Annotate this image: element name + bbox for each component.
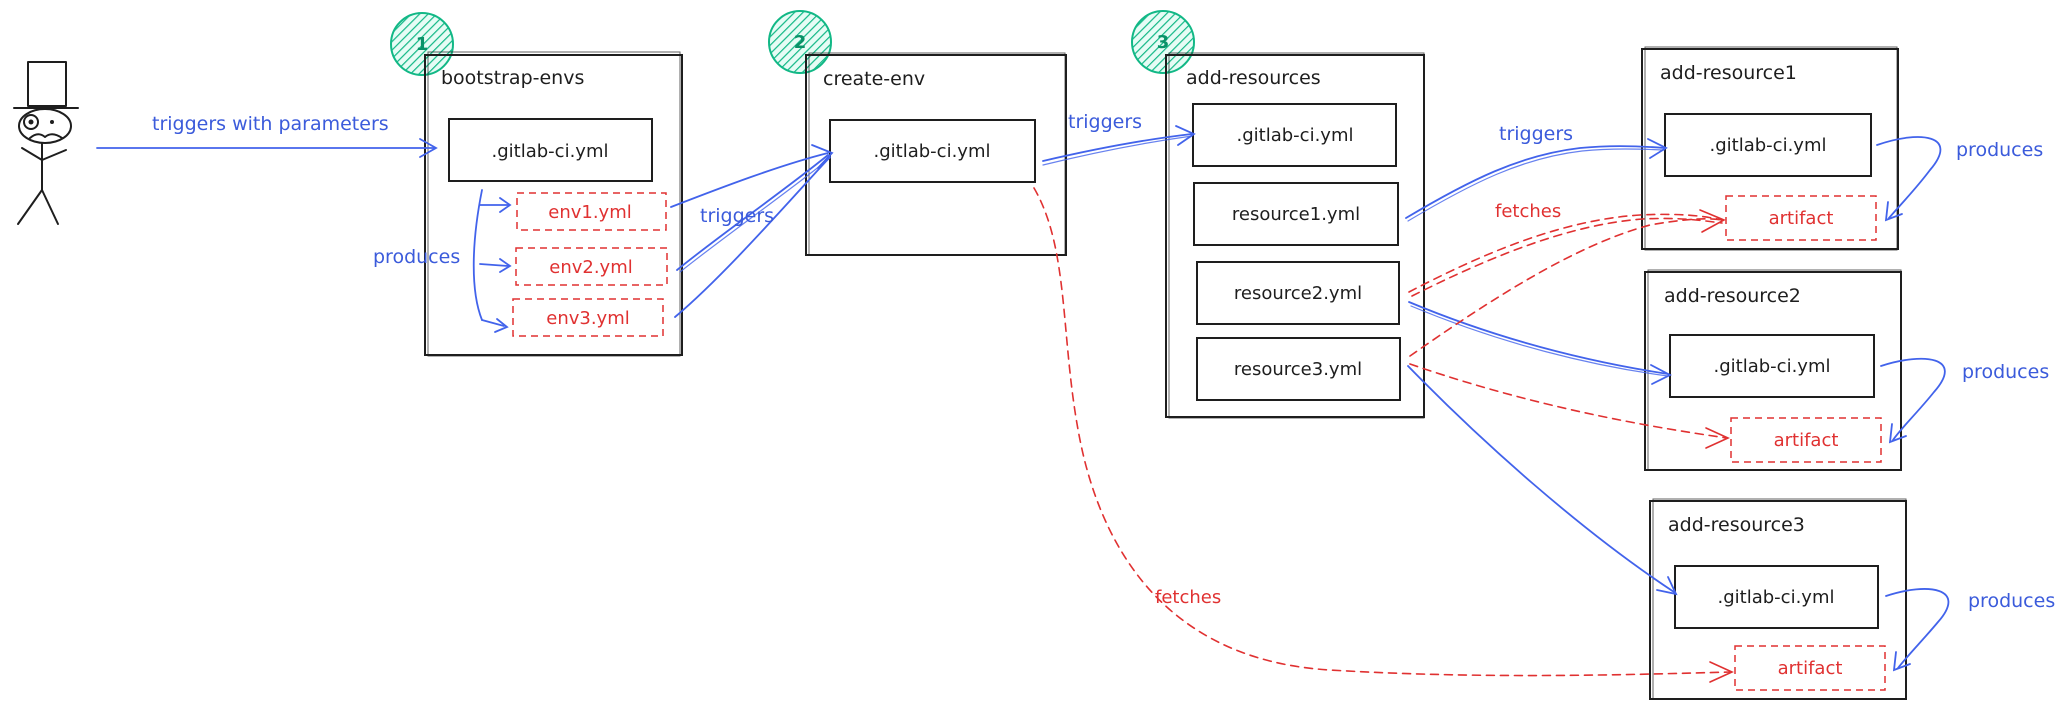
triggers-with-parameters-label: triggers with parameters (152, 113, 389, 135)
trigger-arrow-resource3 (1407, 365, 1678, 596)
file-label: env2.yml (549, 257, 633, 278)
file-label: artifact (1778, 658, 1843, 679)
step-number: 1 (416, 34, 429, 55)
user-figure-icon (13, 61, 79, 225)
produces-env-arrows (472, 189, 512, 333)
env3-file[interactable]: env3.yml (512, 298, 664, 337)
fetches-label: fetches (1155, 587, 1221, 608)
file-label: env3.yml (546, 308, 630, 329)
fetches-arrow-resource3-artifact2 (1409, 363, 1730, 449)
fetches-arrow-resource2-artifact1 (1408, 209, 1726, 297)
env2-file[interactable]: env2.yml (515, 247, 668, 286)
trigger-arrow-resource1 (1405, 138, 1668, 222)
file-label: .gitlab-ci.yml (874, 141, 991, 162)
fetches-arrow-resource3-artifact1 (1409, 218, 1723, 357)
resource2-file[interactable]: resource2.yml (1196, 261, 1400, 325)
file-label: .gitlab-ci.yml (1714, 356, 1831, 377)
produces-label: produces (1968, 590, 2055, 612)
step-badge-3: 3 (1131, 10, 1195, 74)
box-title: add-resource2 (1664, 285, 1801, 307)
trigger-arrows-envs (670, 144, 834, 318)
bootstrap-gitlab-ci-file[interactable]: .gitlab-ci.yml (448, 118, 653, 182)
artifact-2[interactable]: artifact (1730, 417, 1882, 463)
produces-arrow-1 (1876, 136, 1942, 222)
artifact-1[interactable]: artifact (1725, 195, 1877, 241)
triggers-label: triggers (1068, 111, 1142, 133)
add-resource3-gitlab-ci-file[interactable]: .gitlab-ci.yml (1674, 565, 1879, 629)
add-resources-box[interactable]: add-resources (1165, 52, 1425, 419)
triggers-label: triggers (1499, 123, 1573, 145)
resource3-file[interactable]: resource3.yml (1196, 337, 1401, 401)
produces-arrow-2 (1880, 357, 1946, 444)
add-resource3-box[interactable]: add-resource3 (1649, 498, 1907, 700)
file-label: resource1.yml (1232, 204, 1360, 225)
step-badge-2: 2 (768, 10, 832, 74)
add-resource2-gitlab-ci-file[interactable]: .gitlab-ci.yml (1669, 334, 1875, 398)
trigger-arrow-create-env (1042, 125, 1196, 166)
box-title: bootstrap-envs (441, 67, 584, 89)
box-title: add-resources (1186, 67, 1321, 89)
file-label: resource2.yml (1234, 283, 1362, 304)
step-badge-1: 1 (390, 12, 454, 76)
file-label: artifact (1769, 208, 1834, 229)
file-label: resource3.yml (1234, 359, 1362, 380)
trigger-arrow-user (96, 138, 438, 158)
file-label: artifact (1774, 430, 1839, 451)
box-title: create-env (823, 68, 925, 90)
fetches-arrow-create-env-artifact3 (1033, 187, 1734, 683)
produces-label: produces (373, 246, 460, 268)
fetches-label: fetches (1495, 201, 1561, 222)
file-label: .gitlab-ci.yml (1710, 135, 1827, 156)
box-title: add-resource1 (1660, 62, 1797, 84)
file-label: env1.yml (548, 202, 632, 223)
env1-file[interactable]: env1.yml (516, 192, 667, 231)
step-number: 3 (1157, 32, 1170, 53)
produces-label: produces (1962, 361, 2049, 383)
create-env-gitlab-ci-file[interactable]: .gitlab-ci.yml (829, 119, 1036, 183)
file-label: .gitlab-ci.yml (1718, 587, 1835, 608)
artifact-3[interactable]: artifact (1734, 645, 1886, 691)
add-resources-gitlab-ci-file[interactable]: .gitlab-ci.yml (1192, 103, 1397, 167)
step-number: 2 (794, 32, 807, 53)
add-resource1-gitlab-ci-file[interactable]: .gitlab-ci.yml (1664, 113, 1872, 177)
box-title: add-resource3 (1668, 514, 1805, 536)
produces-arrow-3 (1885, 588, 1950, 672)
resource1-file[interactable]: resource1.yml (1193, 182, 1399, 246)
file-label: .gitlab-ci.yml (1237, 125, 1354, 146)
produces-label: produces (1956, 139, 2043, 161)
triggers-label: triggers (700, 205, 774, 227)
trigger-arrow-resource2 (1408, 301, 1672, 385)
file-label: .gitlab-ci.yml (492, 141, 609, 162)
